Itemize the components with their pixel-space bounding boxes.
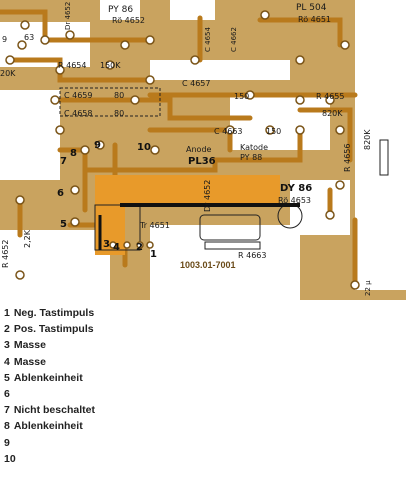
legend-number: 10 <box>4 452 16 465</box>
label-c4654: C 4654 <box>204 27 212 52</box>
label-r4656-val: 820K <box>363 129 372 150</box>
label-py86: PY 86 <box>108 5 133 15</box>
legend-text: Ablenkeinheit <box>13 371 83 384</box>
pin-number-4: 4 <box>113 242 120 253</box>
pin-number-3: 3 <box>103 239 110 250</box>
pin-number-2: 2 <box>136 242 143 253</box>
label-c4657: C 4657 <box>182 79 211 88</box>
label-pl504: PL 504 <box>296 3 327 13</box>
label-r4652-val: 2,2K <box>23 229 32 248</box>
resistor-r4663 <box>204 241 261 250</box>
legend-number: 3 <box>4 339 10 352</box>
label-ro4653: Rö 4653 <box>278 196 311 205</box>
legend-text: Nicht beschaltet <box>13 404 95 417</box>
label-c4659: C 4659 <box>64 91 93 100</box>
legend-number: 5 <box>4 371 10 384</box>
label-c4663: C 4663 <box>214 127 243 136</box>
legend-number: 1 <box>4 307 10 319</box>
label-r4652: R 4652 <box>1 240 10 268</box>
pin-number-8: 8 <box>70 148 77 159</box>
label-dr-mid: Dr 4652 <box>203 180 212 212</box>
label-c4658-val: 80 <box>114 109 124 118</box>
legend-number: 2 <box>4 323 10 336</box>
label-9-top: 9 <box>2 35 7 44</box>
label-r4654-val: 150K <box>100 61 121 70</box>
pin-number-7: 7 <box>60 156 67 167</box>
label-katode: Katode <box>240 143 268 152</box>
tube-pl36-outline <box>199 214 261 241</box>
legend-number: 9 <box>4 436 10 449</box>
label-c4662: C 4662 <box>230 27 238 52</box>
label-c4659-val: 80 <box>114 91 124 100</box>
label-c4663-val: 150 <box>266 127 281 136</box>
pin-number-5: 5 <box>60 219 67 230</box>
label-20k: 20K <box>0 69 16 78</box>
legend-text: Neg. Tastimpuls <box>13 307 95 319</box>
label-c4657-val: 150 <box>234 92 249 101</box>
legend-text: Masse <box>13 355 46 368</box>
legend-number: 7 <box>4 404 10 417</box>
label-63: 63 <box>24 33 34 42</box>
legend-number: 4 <box>4 355 10 368</box>
pcb-layout-diagram: PY 86 Rö 4652 PL 504 Rö 4651 Dr 4652 C 4… <box>0 0 406 300</box>
legend-text: Ablenkeinheit <box>13 420 83 433</box>
label-pl36: PL36 <box>188 156 216 167</box>
label-ro4651: Rö 4651 <box>298 15 331 24</box>
label-py88: PY 88 <box>240 153 262 162</box>
legend-number: 8 <box>4 420 10 433</box>
label-dy86: DY 86 <box>280 183 312 194</box>
legend-number: 6 <box>4 387 10 400</box>
transformer-outline <box>94 204 141 251</box>
pin-number-1: 1 <box>150 249 157 260</box>
label-22u: 22 µ <box>364 280 372 296</box>
legend-item-10: 10 <box>4 451 404 467</box>
label-r4655-val: 820K <box>322 109 343 118</box>
label-c4658: C 4658 <box>64 109 93 118</box>
legend-item-6: 6 <box>4 386 404 402</box>
resistor-r4656 <box>379 139 389 176</box>
label-anode: Anode <box>186 145 212 154</box>
legend-text: Masse <box>13 339 46 352</box>
legend-text: Pos. Tastimpuls <box>13 323 94 336</box>
label-ro4652: Rö 4652 <box>112 16 145 25</box>
label-r4663: R 4663 <box>238 251 266 260</box>
board-code: 1003.01-7001 <box>180 260 236 270</box>
pin-number-10: 10 <box>137 142 151 153</box>
label-r4656: R 4656 <box>343 144 352 172</box>
pin-number-9: 9 <box>94 140 101 151</box>
legend-item-9: 9 <box>4 435 404 451</box>
capacitor-group <box>59 87 161 117</box>
label-tr4651: Tr 4651 <box>139 221 170 230</box>
label-r4655: R 4655 <box>316 92 344 101</box>
label-r4654: R 4654 <box>58 61 86 70</box>
label-dr: Dr 4652 <box>64 2 72 30</box>
transformer-region <box>95 175 280 205</box>
solder-pads <box>5 10 360 290</box>
pin-number-6: 6 <box>57 188 64 199</box>
